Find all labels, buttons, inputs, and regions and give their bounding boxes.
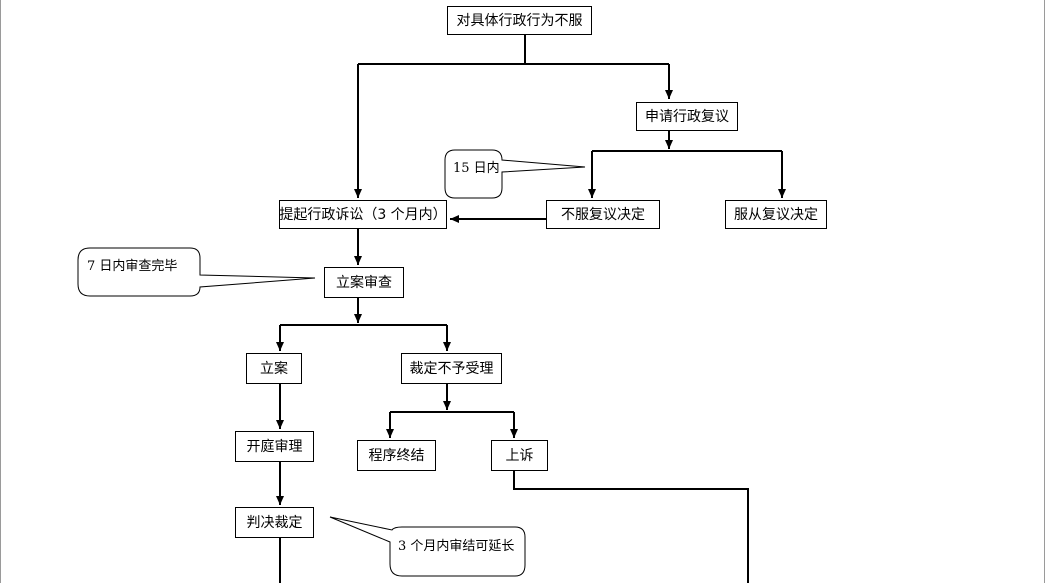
box-filed: 立案: [246, 353, 302, 384]
box-procedure-end: 程序终结: [357, 440, 436, 471]
callout-7-days-bubble: [77, 247, 316, 297]
box-disagree-review: 不服复议决定: [546, 200, 660, 229]
callout-7-days-text: 7 日内审查完毕: [87, 259, 178, 274]
box-trial: 开庭审理: [235, 431, 314, 462]
box-rejected: 裁定不予受理: [401, 353, 502, 384]
box-accept-review: 服从复议决定: [725, 200, 827, 229]
callout-3-months-bubble: [329, 516, 526, 577]
box-apply-review: 申请行政复议: [636, 102, 738, 131]
box-appeal: 上诉: [491, 440, 548, 471]
box-judgment: 判决裁定: [235, 507, 314, 538]
callout-3-months-text: 3 个月内审结可延长: [398, 539, 515, 554]
box-file-suit: 提起行政诉讼（3 个月内）: [279, 200, 447, 229]
callout-15-days-bubble: [444, 149, 586, 199]
callout-15-days-text: 15 日内: [453, 161, 500, 176]
box-start: 对具体行政行为不服: [447, 6, 592, 35]
page-left-edge: [0, 0, 1, 583]
connector-appeal-path: [513, 471, 749, 583]
box-filing-review: 立案审查: [324, 267, 404, 298]
